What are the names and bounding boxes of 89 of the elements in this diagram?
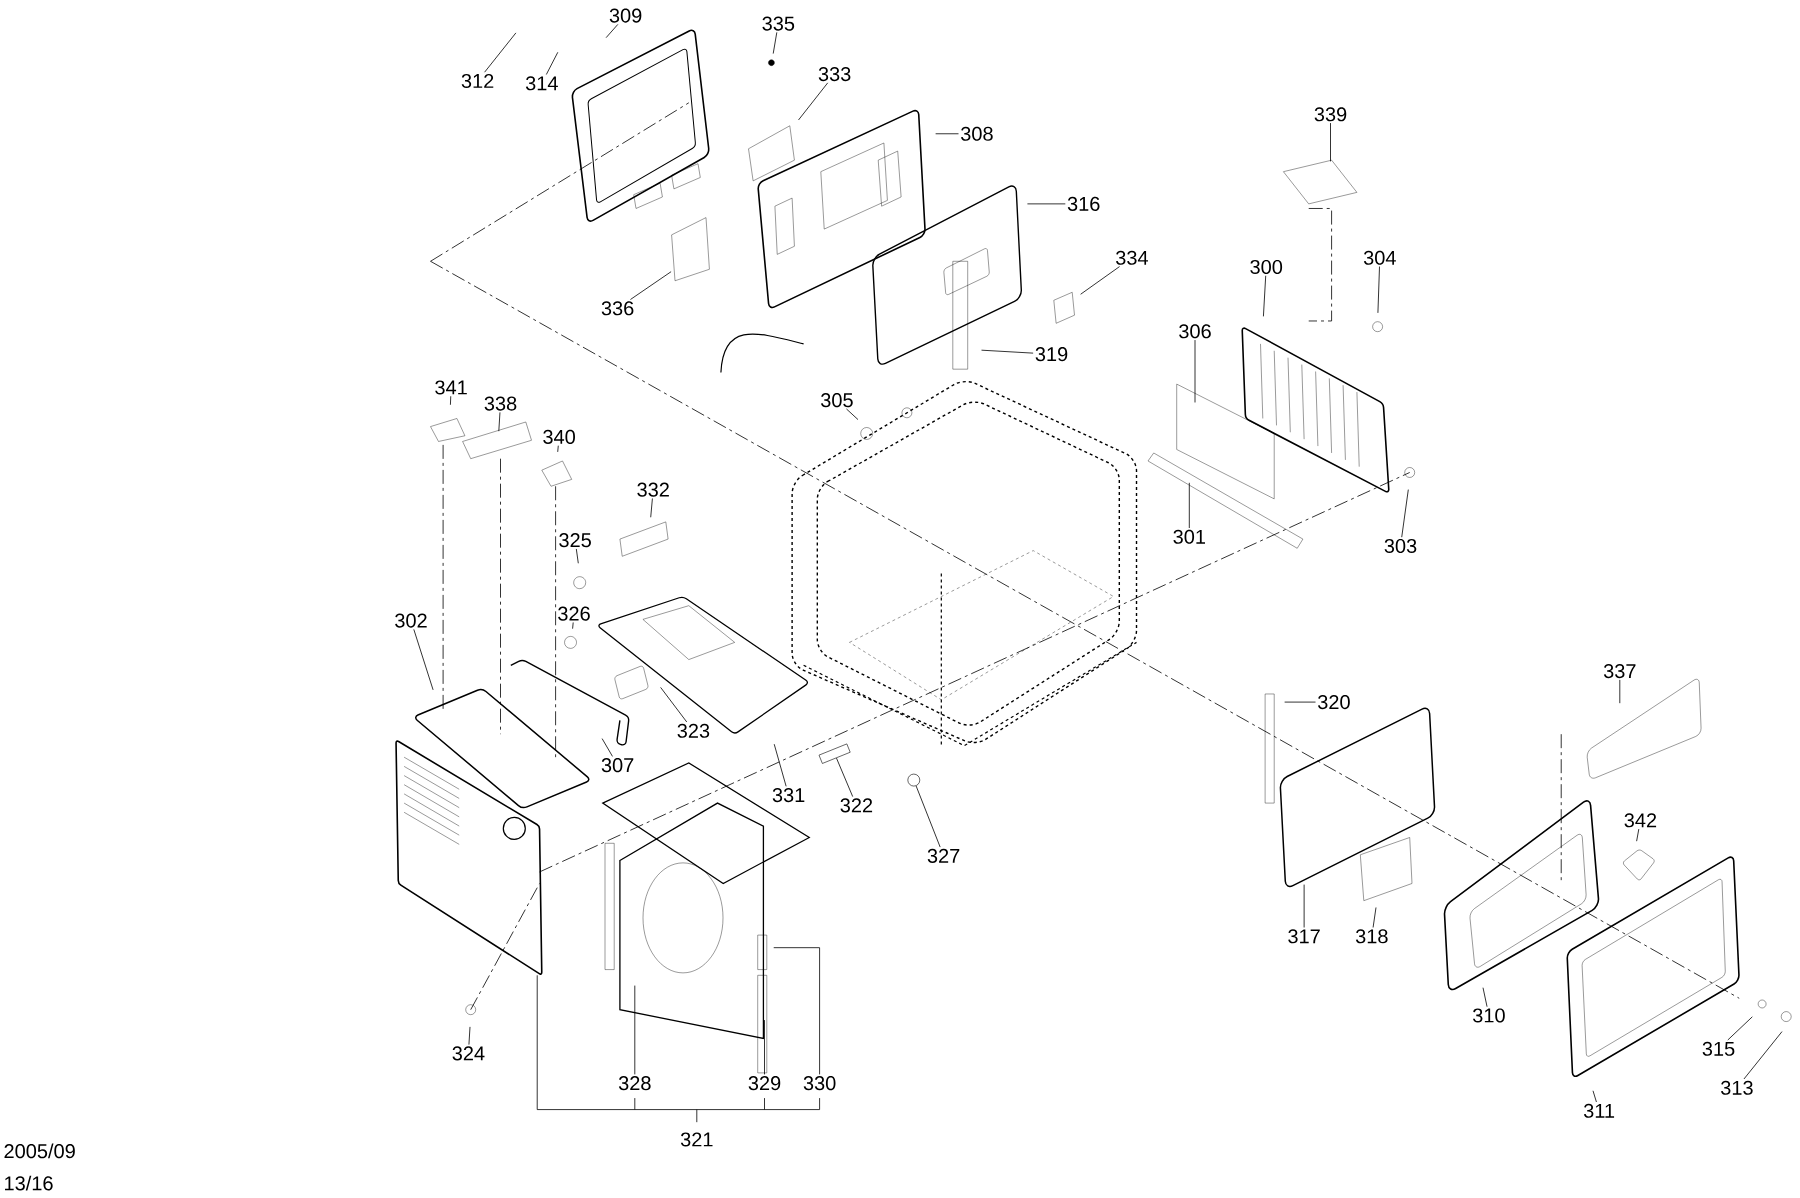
leader-line: [450, 395, 452, 406]
callout-number: 318: [1355, 929, 1388, 944]
leader-line: [981, 349, 1034, 354]
callout-number: 305: [821, 393, 853, 408]
callout-number: 333: [818, 67, 851, 82]
callout-number: 327: [927, 848, 960, 863]
leader-line: [1592, 1090, 1597, 1103]
leader-line: [1188, 482, 1190, 529]
leader-line: [660, 687, 688, 723]
leader-line: [557, 445, 559, 453]
leader-line: [413, 628, 434, 691]
leader-line: [634, 985, 636, 1075]
leader-line: [1743, 1031, 1783, 1080]
leader-line: [764, 1019, 765, 1075]
callout-number: 303: [1384, 538, 1417, 554]
callout-number: 323: [677, 723, 710, 738]
leader-line: [772, 31, 778, 54]
leader-line: [773, 947, 820, 1075]
callout-number: 329: [748, 1076, 781, 1091]
leader-line: [1080, 266, 1120, 295]
callout-number: 314: [525, 76, 558, 91]
leader-line: [915, 785, 941, 848]
callout-number: 301: [1173, 529, 1205, 544]
callout-number: 335: [762, 16, 795, 31]
callout-number: 330: [803, 1076, 836, 1091]
callout-number: 310: [1473, 1008, 1505, 1023]
callout-number: 321: [680, 1132, 713, 1147]
leader-line: [1636, 828, 1640, 842]
callout-number: 317: [1288, 929, 1320, 944]
callout-number: 341: [435, 380, 467, 395]
leader-line: [605, 23, 619, 39]
leader-line: [1263, 275, 1267, 317]
callout-number: 324: [452, 1046, 485, 1061]
leader-line: [1303, 884, 1305, 928]
callout-number: 312: [461, 73, 494, 89]
callout-number: 304: [1363, 250, 1396, 265]
callout-number: 315: [1702, 1041, 1735, 1056]
leader-line: [1027, 203, 1066, 205]
leader-line: [650, 498, 653, 518]
leader-line: [1619, 679, 1621, 704]
callout-number: 320: [1318, 695, 1350, 710]
callout-number: 325: [559, 533, 591, 548]
callout-number: 339: [1314, 107, 1347, 122]
footer-note: 13/16: [5, 1175, 53, 1191]
callout-number: 313: [1721, 1080, 1753, 1095]
callout-number: 342: [1624, 813, 1657, 828]
leader-line: [773, 743, 787, 787]
callout-number: 322: [840, 798, 873, 813]
leader-line: [575, 548, 579, 564]
callout-number: 302: [395, 613, 427, 628]
callout-number: 338: [484, 396, 517, 411]
leader-line: [630, 271, 672, 300]
callout-number: 308: [961, 126, 993, 141]
leader-line: [1401, 489, 1409, 538]
leader-line: [1377, 266, 1380, 314]
callout-number: 311: [1583, 1103, 1615, 1118]
leader-line: [498, 411, 501, 432]
callout-number: 306: [1179, 324, 1211, 339]
leader-line: [1284, 701, 1316, 703]
leader-line: [846, 408, 859, 420]
footer-note: 2005/09: [4, 1143, 75, 1159]
leader-line: [484, 32, 517, 73]
leader-line: [935, 133, 959, 135]
callout-number: 331: [772, 788, 805, 803]
leader-line: [601, 738, 613, 757]
leader-line: [798, 82, 829, 121]
leader-line: [836, 757, 854, 797]
callout-number: 319: [1035, 347, 1068, 362]
leader-line: [1482, 987, 1488, 1008]
callout-number: 340: [543, 429, 575, 444]
callout-number: 337: [1603, 664, 1636, 679]
callout-number: 336: [601, 301, 634, 316]
leader-line: [545, 51, 559, 75]
leader-line: [1372, 907, 1377, 928]
screw-head: [907, 773, 921, 787]
callout-number: 309: [609, 8, 642, 23]
callout-number: 334: [1116, 250, 1148, 265]
callout-number: 326: [558, 606, 590, 621]
bracket-part: [818, 743, 851, 764]
callout-number: 307: [601, 758, 634, 773]
leader-line: [1330, 122, 1331, 162]
callout-number: 316: [1067, 196, 1100, 211]
callout-number: 332: [637, 482, 669, 497]
leader-line: [1727, 1016, 1753, 1041]
leader-line: [468, 1026, 471, 1045]
leader-line: [572, 622, 574, 630]
leader-line: [1194, 339, 1196, 403]
callout-number: 300: [1250, 259, 1283, 275]
callout-number: 328: [618, 1076, 651, 1091]
